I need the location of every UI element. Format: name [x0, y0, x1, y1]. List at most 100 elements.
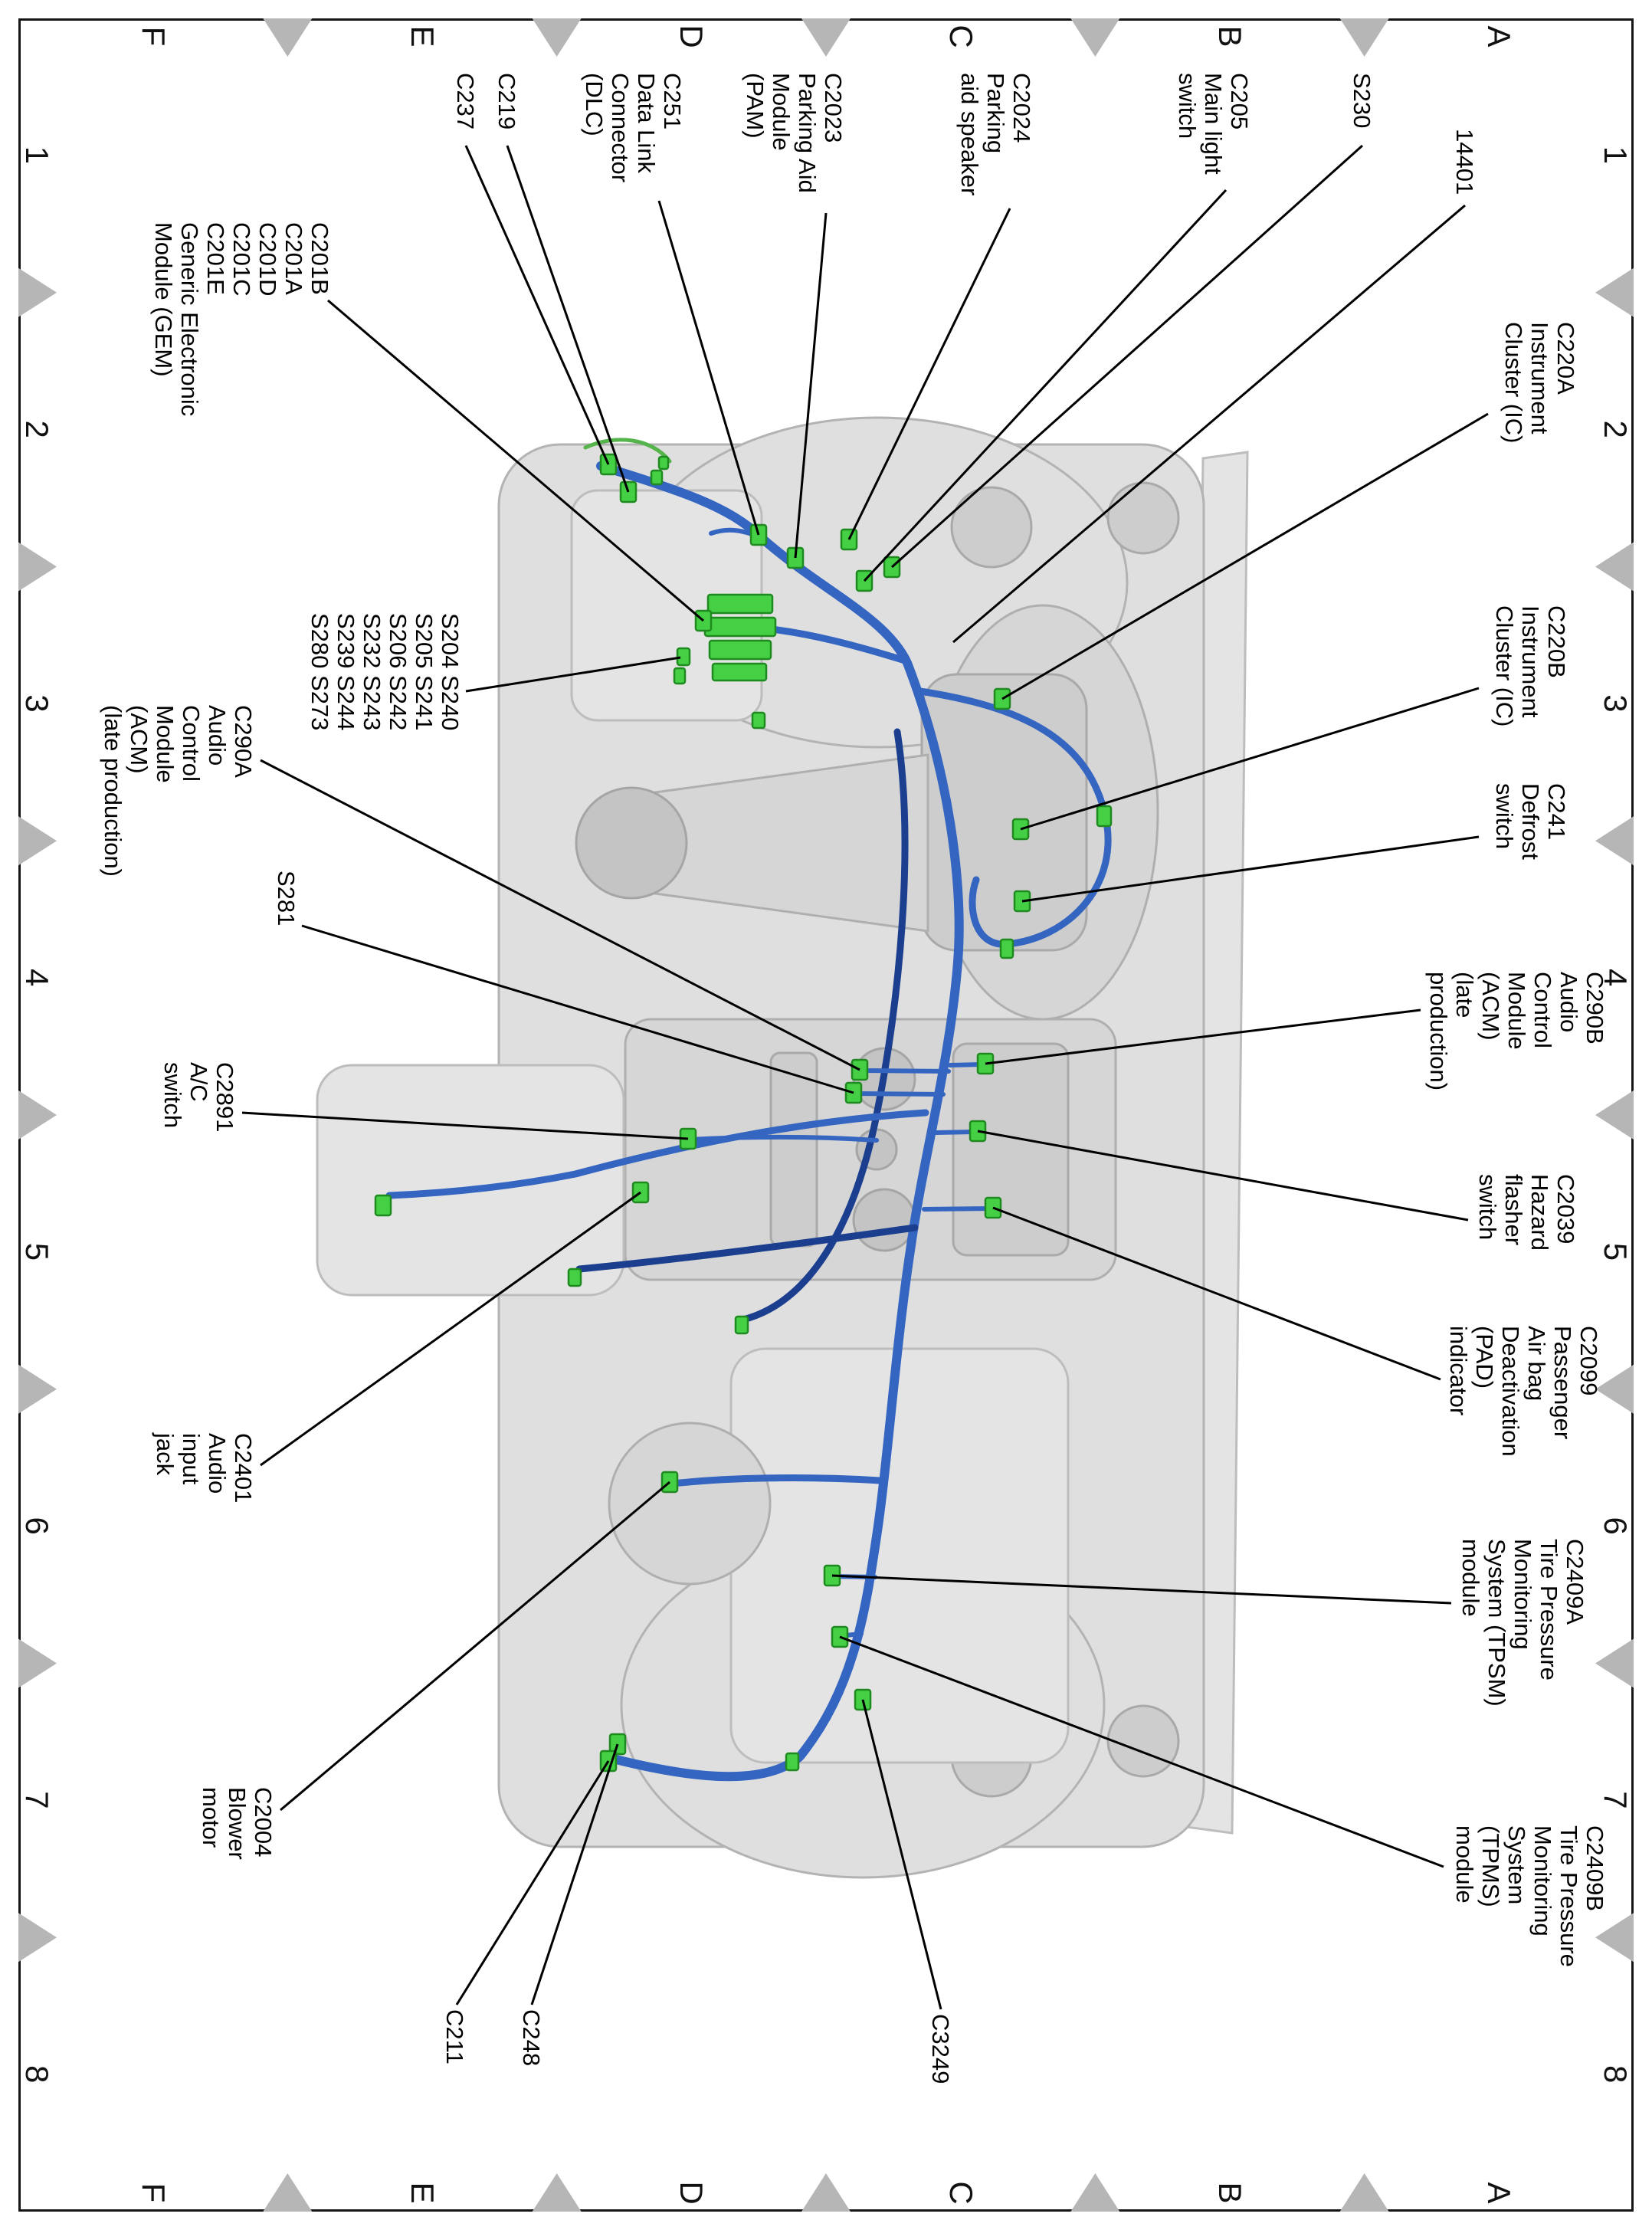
grid-triangle	[18, 1638, 57, 1688]
callout-line: indicator	[1445, 1326, 1472, 1416]
grid-triangle	[18, 816, 57, 866]
leader-line-s230	[890, 144, 1364, 569]
leader-line-c248	[530, 1743, 619, 2005]
callout-c219: C219	[493, 73, 520, 130]
callout-line: jack	[152, 1433, 179, 1476]
callout-line: S205 S241	[411, 613, 438, 731]
callout-line: S239 S244	[333, 613, 359, 731]
grid-number-top: 6	[1598, 1517, 1634, 1536]
leader-line-c2039	[977, 1130, 1469, 1222]
leader-line-c2409b	[839, 1635, 1444, 1868]
callout-line: Audio	[204, 1433, 231, 1494]
left-vent-lower	[950, 486, 1033, 569]
callout-line: Monitoring	[1529, 1825, 1556, 1936]
callout-line: Hazard	[1526, 1174, 1553, 1251]
callout-line: C220B	[1543, 605, 1570, 678]
radio-opening	[952, 1042, 1070, 1257]
connector-marker	[567, 1267, 582, 1287]
callout-line: (TPMS)	[1477, 1825, 1504, 1907]
callout-line: S280 S273	[306, 613, 333, 731]
leader-line-c220b	[1020, 687, 1480, 831]
callout-line: Module	[152, 705, 179, 783]
grid-letter-right: D	[674, 2181, 710, 2205]
callout-line: Module	[1503, 972, 1530, 1050]
grid-triangle	[18, 267, 57, 317]
callout-line: Parking	[982, 73, 1009, 154]
callout-line: System (TPSM)	[1483, 1539, 1510, 1707]
grid-number-top: 8	[1598, 2064, 1634, 2084]
connector-marker	[657, 455, 670, 471]
callout-line: Cluster (IC)	[1500, 322, 1527, 444]
grid-number-bottom: 8	[19, 2064, 55, 2084]
callout-line: Module	[768, 73, 795, 151]
callout-line: C251	[659, 73, 686, 130]
leader-line-c220a	[1001, 412, 1489, 700]
callout-c211: C211	[441, 2009, 468, 2064]
leader-line-c2891	[241, 1111, 689, 1140]
callout-line: C2409B	[1582, 1825, 1608, 1912]
callout-line: Cluster (IC)	[1491, 605, 1518, 727]
callout-line: C241	[1543, 783, 1570, 841]
grid-triangle	[1339, 2173, 1389, 2212]
blower-housing	[608, 1422, 772, 1586]
callout-line: module	[1457, 1539, 1484, 1617]
grid-number-bottom: 6	[19, 1517, 55, 1536]
connector-marker	[703, 616, 777, 638]
connector-marker	[785, 1752, 800, 1772]
callout-line: C2099	[1575, 1326, 1602, 1396]
grid-number-bottom: 7	[19, 1791, 55, 1810]
grid-letter-right: C	[942, 2181, 979, 2205]
connector-marker	[374, 1194, 392, 1217]
wiring-harness	[385, 438, 1112, 1782]
grid-triangle	[18, 1090, 57, 1140]
grid-number-top: 2	[1598, 420, 1634, 439]
leader-line-n14401	[952, 204, 1466, 644]
callout-c237: C237	[452, 73, 479, 130]
callout-line: Parking Aid	[794, 73, 821, 193]
grid-triangle	[1070, 18, 1120, 57]
callout-line: Monitoring	[1509, 1539, 1536, 1650]
leader-line-c211	[455, 1760, 610, 2005]
callout-line: C237	[452, 73, 479, 130]
leader-line-c237	[464, 145, 610, 465]
harness-main-run	[596, 461, 964, 1782]
callout-line: switch	[1491, 783, 1518, 850]
grid-number-bottom: 2	[19, 420, 55, 439]
grid-triangle	[1595, 1638, 1634, 1688]
grid-number-bottom: 4	[19, 968, 55, 988]
leader-line-c2023	[794, 212, 828, 559]
leader-line-splices	[465, 656, 681, 693]
grid-triangle	[18, 1364, 57, 1414]
callout-line: C220A	[1552, 322, 1579, 395]
leader-line-c2024	[847, 208, 1011, 540]
callout-line: 14401	[1451, 129, 1478, 195]
callout-n14401: 14401	[1451, 129, 1478, 195]
callout-line: S204 S240	[437, 613, 464, 731]
leader-line-c205	[863, 189, 1228, 582]
callout-line: Tire Pressure	[1555, 1825, 1582, 1967]
grid-triangle	[801, 18, 851, 57]
callout-line: Passenger	[1549, 1326, 1576, 1440]
callout-line: C201D	[254, 222, 281, 297]
callout-line: Defrost	[1517, 783, 1544, 860]
callout-line: C290B	[1582, 972, 1608, 1044]
callout-line: System	[1503, 1825, 1530, 1905]
callout-line: (DLC)	[581, 73, 608, 136]
callout-line: (ACM)	[126, 705, 152, 774]
callout-line: Tire Pressure	[1536, 1539, 1562, 1681]
grid-triangle	[263, 2173, 313, 2212]
grid-letter-right: E	[405, 2182, 441, 2205]
grid-triangle	[263, 18, 313, 57]
callout-line: C205	[1226, 73, 1253, 130]
